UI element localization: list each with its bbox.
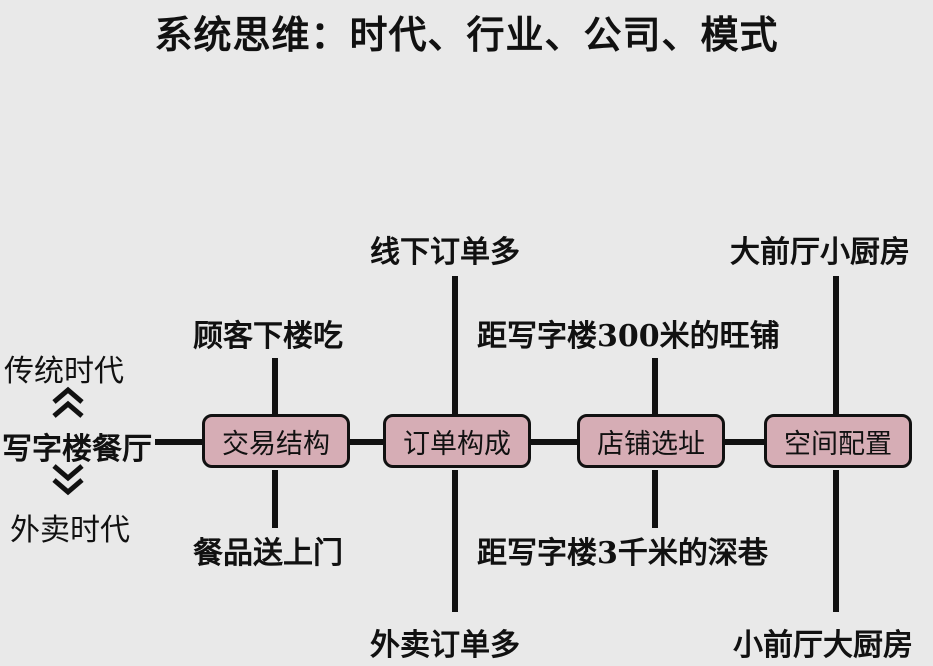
page-title: 系统思维：时代、行业、公司、模式 — [154, 12, 779, 57]
node3-top-label: 距写字楼300米的旺铺 — [477, 319, 780, 354]
node3-bottom-label: 距写字楼3千米的深巷 — [477, 536, 768, 571]
node1-bottom-label: 餐品送上门 — [193, 536, 343, 571]
node-trade-structure: 交易结构 — [202, 414, 350, 468]
node2-top-connector — [452, 276, 458, 416]
node4-bottom-label: 小前厅大厨房 — [733, 628, 913, 663]
node2-top-label: 线下订单多 — [370, 235, 520, 270]
chevron-down-double-icon — [52, 464, 84, 496]
office-restaurant-label: 写字楼餐厅 — [2, 432, 152, 467]
node-space-allocation: 空间配置 — [764, 414, 912, 468]
node-order-composition: 订单构成 — [383, 414, 531, 468]
node2-bottom-connector — [452, 470, 458, 612]
node1-bottom-connector — [272, 470, 278, 528]
node1-top-connector — [272, 358, 278, 416]
node4-bottom-connector — [833, 470, 839, 612]
era-delivery-label: 外卖时代 — [10, 513, 130, 548]
chevron-up-double-icon — [52, 386, 84, 418]
node1-top-label: 顾客下楼吃 — [193, 319, 343, 354]
node4-top-connector — [833, 276, 839, 416]
node3-top-connector — [652, 358, 658, 416]
era-traditional-label: 传统时代 — [4, 354, 124, 389]
node4-top-label: 大前厅小厨房 — [730, 235, 910, 270]
node3-bottom-connector — [652, 470, 658, 528]
node2-bottom-label: 外卖订单多 — [370, 628, 520, 663]
node-store-location: 店铺选址 — [577, 414, 725, 468]
